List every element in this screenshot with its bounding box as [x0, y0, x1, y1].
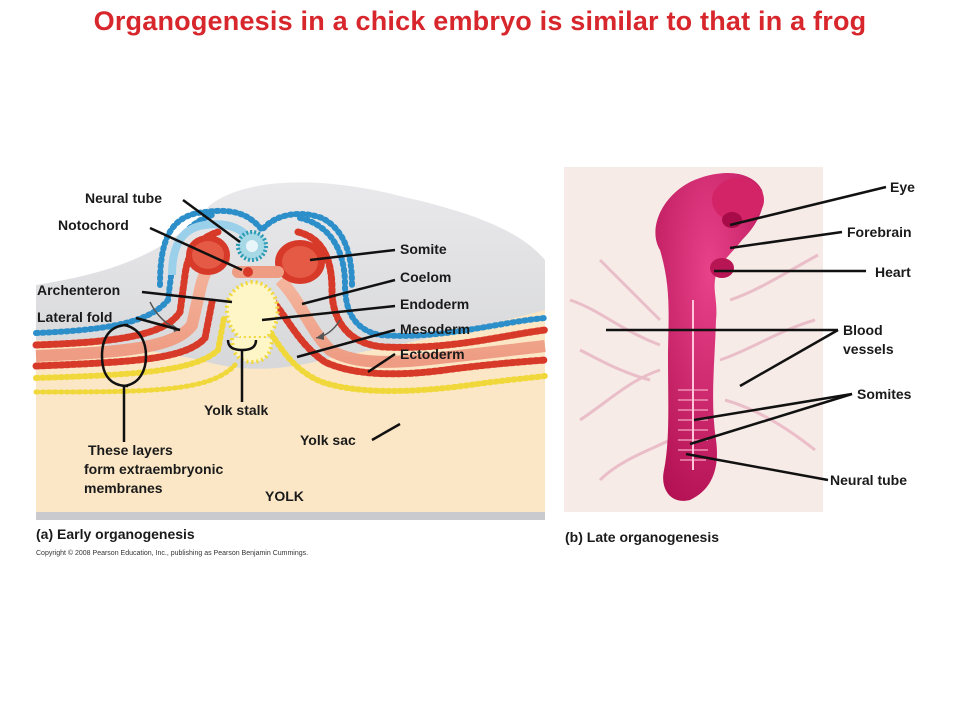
- yolk-sac-membrane: [33, 362, 238, 395]
- label-neural-tube: Neural tube: [85, 190, 163, 206]
- lateral-fold-arrowhead-right: [316, 332, 324, 340]
- label-eye: Eye: [890, 179, 915, 195]
- extraembryonic-bracket: [100, 323, 129, 388]
- label-these-layers-line1: These layers: [88, 442, 173, 458]
- endoderm-right: [259, 315, 548, 394]
- label-these-layers-line2: form extraembryonic: [84, 461, 224, 477]
- label-mesoderm: Mesoderm: [400, 321, 471, 337]
- label-forebrain: Forebrain: [847, 224, 912, 240]
- label-yolk-sac: Yolk sac: [300, 432, 356, 448]
- label-somites: Somites: [857, 386, 912, 402]
- leader-lines-a: [135, 198, 401, 442]
- notochord-core: [243, 267, 253, 277]
- label-notochord: Notochord: [58, 217, 129, 233]
- label-lateral-fold: Lateral fold: [37, 309, 113, 325]
- heart-shape: [710, 258, 734, 278]
- ectoderm-dome-inner: [168, 220, 254, 276]
- label-neural-tube-b: Neural tube: [830, 472, 908, 488]
- label-heart: Heart: [875, 264, 911, 280]
- label-blood-vessels-line1: Blood: [843, 322, 883, 338]
- label-archenteron: Archenteron: [37, 282, 121, 298]
- label-yolk: YOLK: [265, 488, 304, 504]
- ectoderm-right: [297, 215, 548, 339]
- extraembryonic-bracket-right: [123, 323, 148, 388]
- leader-lines-b: [606, 185, 887, 482]
- ectoderm-dome: [157, 207, 355, 288]
- archenteron-cavity: [224, 279, 280, 340]
- mesoderm-right-band: [275, 275, 546, 368]
- mesoderm-right-inner: [268, 296, 549, 378]
- label-endoderm: Endoderm: [400, 296, 470, 312]
- page-title: Organogenesis in a chick embryo is simil…: [93, 6, 867, 36]
- label-blood-vessels-line2: vessels: [843, 341, 894, 357]
- label-coelom: Coelom: [400, 269, 452, 285]
- embryo-body: [655, 172, 764, 501]
- caption-early-organogenesis: (a) Early organogenesis: [36, 526, 195, 542]
- label-ectoderm: Ectoderm: [400, 346, 465, 362]
- somite-right: [275, 240, 325, 284]
- late-organogenesis-photo: [564, 167, 887, 512]
- early-organogenesis-diagram: [32, 182, 549, 520]
- label-yolk-stalk: Yolk stalk: [204, 402, 269, 418]
- copyright-notice: Copyright © 2008 Pearson Education, Inc.…: [36, 550, 309, 557]
- blood-vessel-network: [569, 253, 819, 482]
- endoderm-left: [33, 315, 227, 381]
- label-these-layers-line3: membranes: [84, 480, 163, 496]
- mesoderm-left-inner: [32, 298, 216, 370]
- caption-late-organogenesis: (b) Late organogenesis: [565, 529, 720, 545]
- neural-tube-lumen: [246, 240, 258, 252]
- label-somite: Somite: [400, 241, 447, 257]
- forebrain-shape: [712, 178, 764, 222]
